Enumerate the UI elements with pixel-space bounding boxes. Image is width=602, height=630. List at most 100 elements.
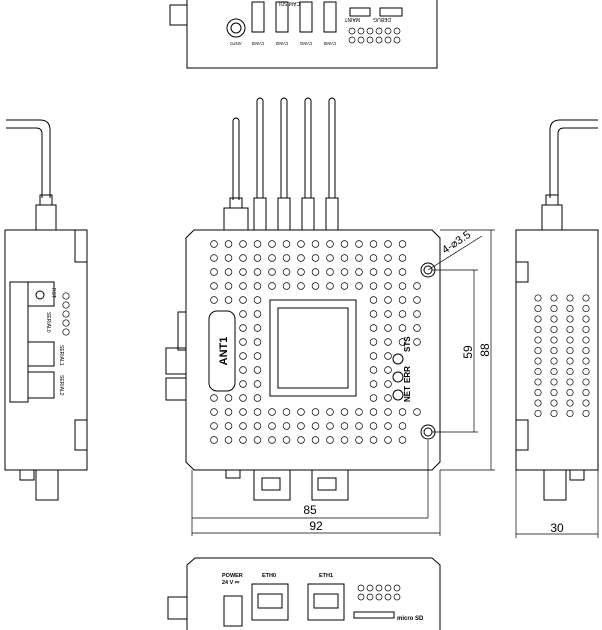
vent-hole: [369, 282, 378, 290]
vent-hole: [210, 436, 218, 444]
top-view: CAM SDI MAINT DEBUG ANT0 CAM3 CAM2 CAM1 …: [169, 0, 438, 69]
vent-hole: [582, 346, 590, 355]
vent-hole: [224, 240, 233, 248]
vent-hole: [398, 240, 407, 248]
vent-hole: [534, 357, 542, 365]
vent-hole: [550, 388, 558, 397]
vent-hole: [253, 366, 262, 374]
vent-hole: [566, 346, 574, 355]
net-label: NET: [403, 386, 412, 402]
vent-hole: [534, 294, 542, 302]
cam-sdi-label: CAM SDI: [279, 0, 300, 6]
vent-hole: [253, 282, 262, 290]
vent-hole: [297, 282, 305, 290]
vent-hole: [297, 268, 305, 276]
vent-hole: [398, 296, 407, 304]
vent-hole: [534, 367, 542, 376]
vent-hole: [369, 380, 378, 388]
vent-hole: [582, 336, 590, 344]
vent-hole: [326, 436, 334, 444]
vent-hole: [413, 324, 421, 332]
cam0-label: CAM0: [323, 41, 336, 46]
vent-hole: [398, 282, 407, 290]
vent-hole: [326, 254, 334, 262]
vent-hole: [566, 304, 574, 313]
vent-hole: [398, 324, 407, 332]
vent-hole: [413, 282, 421, 290]
vent-hole: [582, 378, 590, 386]
vent-hole: [311, 254, 320, 262]
vent-hole: [566, 315, 574, 323]
vent-hole: [413, 338, 421, 346]
vent-hole: [282, 240, 291, 248]
vent-hole: [253, 422, 262, 430]
vent-hole: [398, 436, 407, 444]
vent-hole: [413, 296, 421, 304]
vent-hole: [268, 282, 276, 290]
vent-hole: [369, 268, 378, 276]
vent-hole: [369, 394, 378, 402]
vent-hole: [282, 282, 291, 290]
vent-hole: [311, 422, 320, 430]
vent-hole: [311, 436, 320, 444]
microsd-label: micro SD: [397, 616, 424, 622]
vent-hole: [253, 240, 262, 248]
vent-hole: [534, 336, 542, 344]
vent-hole: [384, 310, 392, 318]
vent-hole: [326, 268, 334, 276]
vent-hole: [384, 268, 392, 276]
vent-hole: [566, 336, 574, 344]
vent-hole: [340, 436, 349, 444]
vent-hole: [550, 346, 558, 355]
vent-hole: [311, 268, 320, 276]
vent-hole: [355, 282, 363, 290]
vent-hole: [369, 422, 378, 430]
vent-hole: [384, 352, 392, 360]
vent-hole: [239, 240, 247, 248]
vent-hole: [239, 394, 247, 402]
vent-hole: [239, 380, 247, 388]
vent-hole: [239, 310, 247, 318]
vent-hole: [384, 366, 392, 374]
vent-hole: [210, 268, 218, 276]
vent-hole: [326, 240, 334, 248]
vent-hole: [355, 408, 363, 416]
right-view: [515, 119, 599, 501]
vent-hole: [369, 436, 378, 444]
voltage-label: 24 V ⎓: [222, 580, 240, 586]
vent-hole: [534, 378, 542, 386]
cam1-label: CAM1: [299, 41, 312, 46]
vent-hole: [413, 408, 421, 416]
vent-hole: [369, 352, 378, 360]
vent-hole: [355, 436, 363, 444]
vent-hole: [340, 408, 349, 416]
bottom-pin-grid: [357, 584, 401, 601]
vent-hole: [253, 436, 262, 444]
vent-hole: [282, 254, 291, 262]
vent-hole: [384, 408, 392, 416]
vent-hole: [253, 338, 262, 346]
vent-hole: [224, 436, 233, 444]
vent-hole: [239, 422, 247, 430]
vent-hole: [311, 408, 320, 416]
dim-30: 30: [550, 521, 564, 535]
vent-hole: [282, 408, 291, 416]
vent-hole: [550, 367, 558, 376]
vent-hole: [239, 338, 247, 346]
vent-hole: [340, 268, 349, 276]
vent-hole: [534, 388, 542, 397]
vent-hole: [268, 408, 276, 416]
vent-hole: [550, 399, 558, 407]
vent-hole: [550, 294, 558, 302]
vent-hole: [534, 325, 542, 334]
vent-hole: [311, 282, 320, 290]
vent-hole: [369, 366, 378, 374]
vent-hole: [582, 304, 590, 313]
debug-label: DEBUG: [373, 16, 391, 22]
vent-hole: [566, 388, 574, 397]
vent-hole: [398, 310, 407, 318]
serial2-label: SERIAL2: [58, 375, 64, 396]
cam3-label: CAM3: [251, 41, 264, 46]
vent-hole: [369, 408, 378, 416]
